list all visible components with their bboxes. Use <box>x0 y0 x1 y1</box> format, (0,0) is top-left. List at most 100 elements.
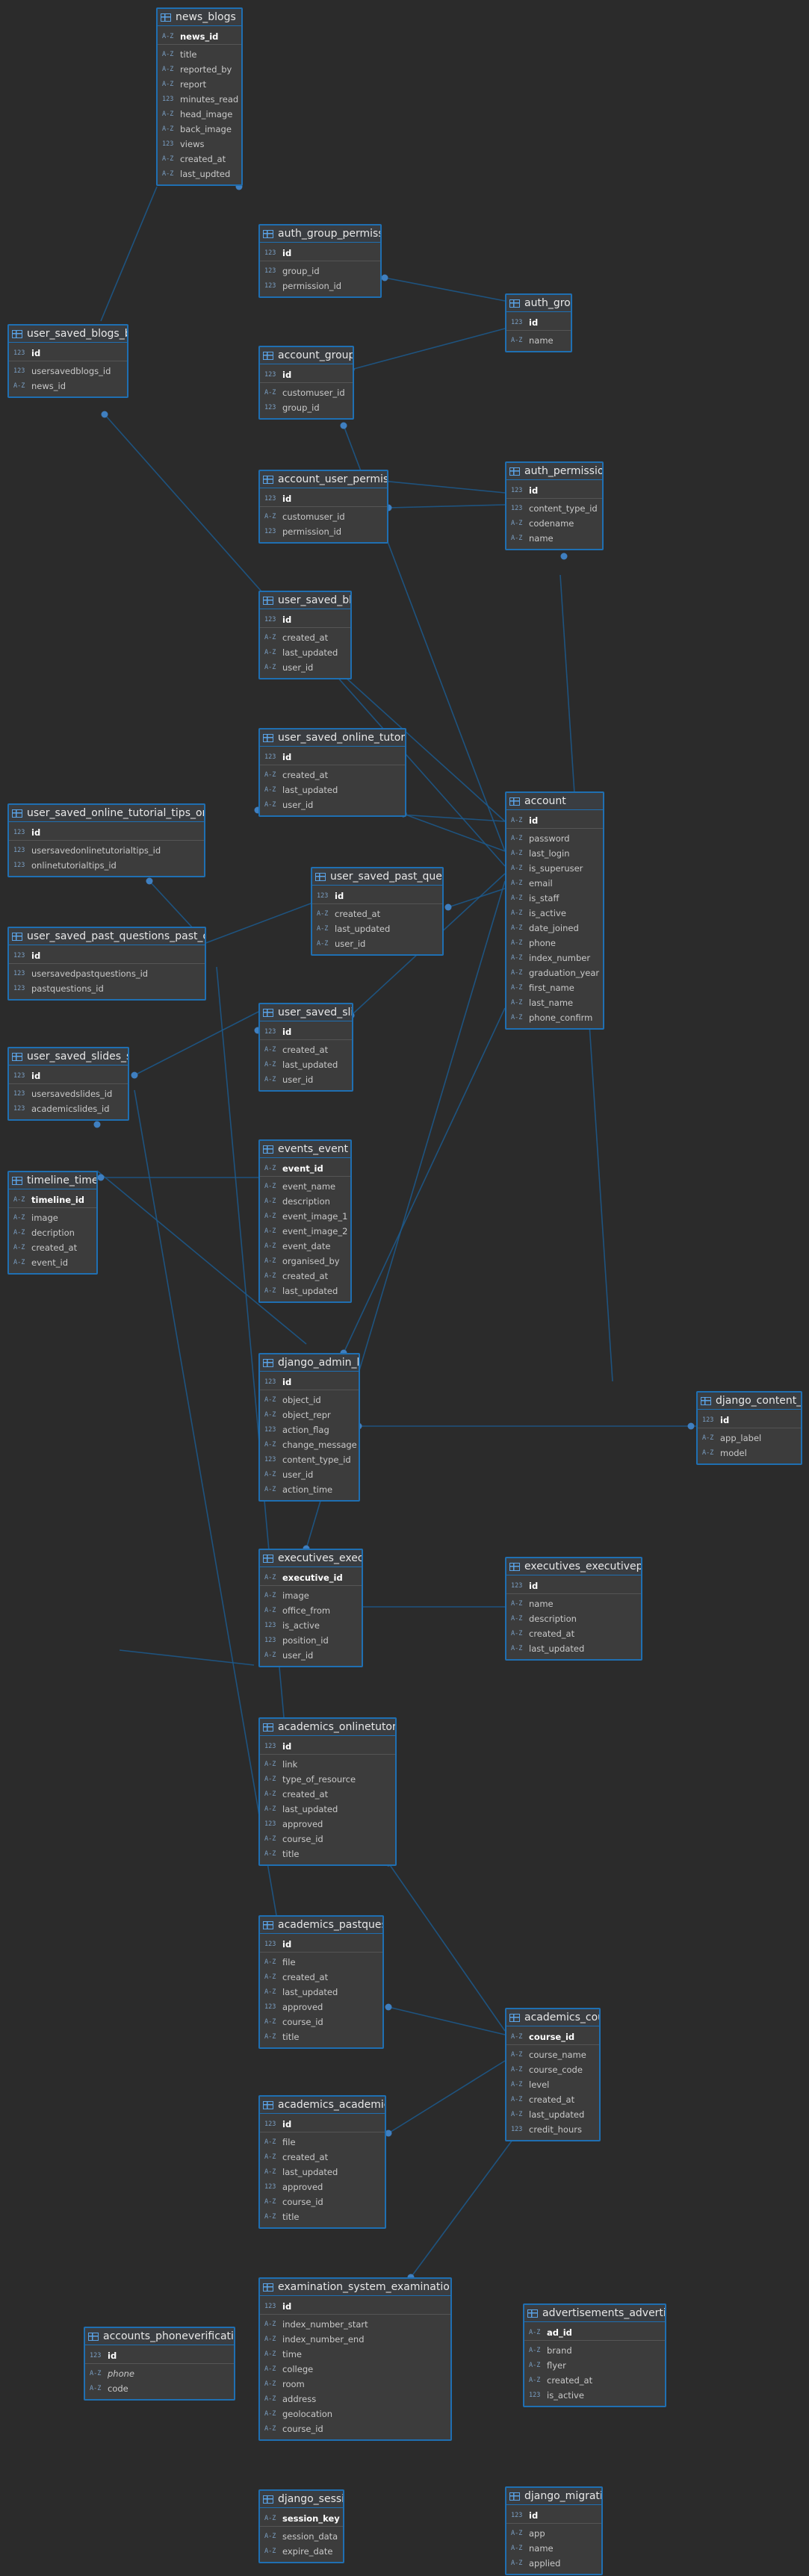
table-header[interactable]: user_saved_online_tutorial_tips_onli <box>9 805 204 822</box>
table-header[interactable]: django_content_ty <box>698 1393 801 1410</box>
table-header[interactable]: user_saved_slic <box>260 1004 352 1021</box>
table-header[interactable]: user_saved_slides_sl <box>9 1048 128 1065</box>
table-header[interactable]: user_saved_past_questions_past_qu <box>9 928 205 945</box>
table-executives-executiveposition[interactable]: executives_executivepos123idA-ZnameA-Zde… <box>505 1557 642 1661</box>
table-header[interactable]: auth_permissio <box>506 463 602 480</box>
table-header[interactable]: user_saved_blogs_bl <box>9 326 127 343</box>
table-header[interactable]: account_group <box>260 347 353 364</box>
table-header[interactable]: executives_execu <box>260 1550 362 1567</box>
table-header[interactable]: auth_group_permissi <box>260 225 380 243</box>
table-header[interactable]: django_sessio <box>260 2491 343 2508</box>
table-header[interactable]: account_user_permiss <box>260 471 387 488</box>
table-header[interactable]: examination_system_examinationsc <box>260 2279 450 2296</box>
table-header[interactable]: user_saved_online_tutoria <box>260 729 405 747</box>
table-django-session[interactable]: django_sessioA-Zsession_keyA-Zsession_da… <box>258 2489 344 2563</box>
